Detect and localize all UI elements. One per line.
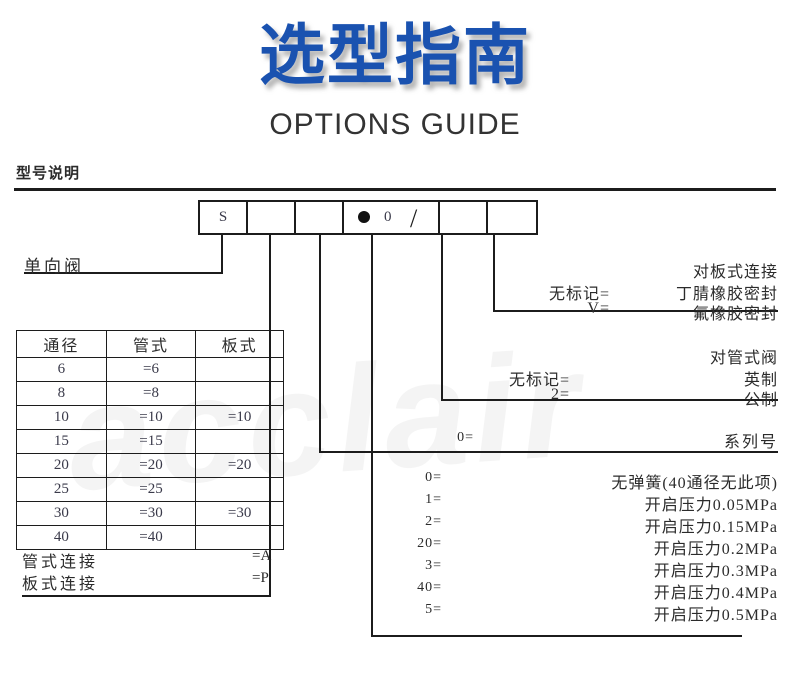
table-cell: =25 xyxy=(105,477,197,502)
table-cell: 20 xyxy=(16,453,107,478)
pressure-key-4: 3= xyxy=(425,558,442,573)
code-cell-4-symbols[interactable]: 0 / xyxy=(344,202,440,233)
table-cell: =8 xyxy=(105,381,197,406)
table-cell: 10 xyxy=(16,405,107,430)
table-row: 40=40 xyxy=(16,525,284,550)
seal-value-0: 丁腈橡胶密封 xyxy=(675,286,778,303)
pressure-value-4: 开启压力0.3MPa xyxy=(653,563,778,580)
section-heading: 型号说明 xyxy=(16,165,81,182)
connection-code-plate: =P xyxy=(252,570,269,586)
table-row: 20=20=20 xyxy=(16,453,284,478)
table-cell: 6 xyxy=(16,357,107,382)
page-title-en: OPTIONS GUIDE xyxy=(269,108,521,141)
table-cell: 30 xyxy=(16,501,107,526)
code-cell-2[interactable] xyxy=(248,202,296,233)
table-cell: =15 xyxy=(105,429,197,454)
table-cell xyxy=(195,477,284,502)
table-cell: =10 xyxy=(195,405,284,430)
label-check-valve: 单向阀 xyxy=(24,257,84,276)
seal-heading: 对板式连接 xyxy=(692,264,778,281)
pressure-value-5: 开启压力0.4MPa xyxy=(653,585,778,602)
table-row: 15=15 xyxy=(16,429,284,454)
pressure-key-6: 5= xyxy=(425,602,442,617)
table-header-tube: 管式 xyxy=(105,330,197,358)
thread-heading: 对管式阀 xyxy=(709,350,778,367)
table-cell xyxy=(195,357,284,382)
series-value: 系列号 xyxy=(723,434,778,451)
table-cell: =30 xyxy=(195,501,284,526)
table-row: 25=25 xyxy=(16,477,284,502)
code-zero: 0 xyxy=(384,209,392,225)
pressure-value-1: 开启压力0.05MPa xyxy=(644,497,778,514)
table-row: 10=10=10 xyxy=(16,405,284,430)
section-divider xyxy=(14,188,776,191)
thread-value-1: 公制 xyxy=(743,392,778,409)
page-title-cn: 选型指南 xyxy=(259,18,531,92)
series-key: 0= xyxy=(457,430,474,445)
connection-label-plate: 板式连接 xyxy=(22,576,99,593)
connection-code-tube: =A xyxy=(252,548,272,564)
thread-value-0: 英制 xyxy=(743,372,778,389)
dot-icon xyxy=(358,211,370,223)
seal-key-0: 无标记= xyxy=(548,286,610,303)
table-header-row: 通径 管式 板式 xyxy=(16,330,284,358)
model-code-boxes: S 0 / xyxy=(198,200,538,235)
table-cell xyxy=(195,429,284,454)
pressure-value-6: 开启压力0.5MPa xyxy=(653,607,778,624)
table-cell: 15 xyxy=(16,429,107,454)
slash-icon: / xyxy=(410,204,418,233)
code-cell-5[interactable] xyxy=(440,202,488,233)
table-cell xyxy=(195,525,284,550)
code-cell-3[interactable] xyxy=(296,202,344,233)
table-cell: =30 xyxy=(105,501,197,526)
table-cell: 25 xyxy=(16,477,107,502)
pressure-key-1: 1= xyxy=(425,492,442,507)
seal-key-1: V= xyxy=(587,300,610,317)
code-cell-6[interactable] xyxy=(488,202,536,233)
table-cell xyxy=(195,381,284,406)
seal-value-1: 氟橡胶密封 xyxy=(692,306,778,323)
code-cell-1[interactable]: S xyxy=(200,202,248,233)
table-header-plate: 板式 xyxy=(195,330,284,358)
thread-key-0: 无标记= xyxy=(508,372,570,389)
pressure-key-5: 40= xyxy=(417,580,442,595)
table-cell: =20 xyxy=(195,453,284,478)
pressure-key-3: 20= xyxy=(417,536,442,551)
table-cell: =6 xyxy=(105,357,197,382)
table-cell: =40 xyxy=(105,525,197,550)
pressure-key-0: 0= xyxy=(425,470,442,485)
table-row: 30=30=30 xyxy=(16,501,284,526)
pressure-key-2: 2= xyxy=(425,514,442,529)
thread-key-1: 2= xyxy=(550,386,570,403)
pressure-value-0: 无弹簧(40通径无此项) xyxy=(611,475,778,492)
pressure-value-3: 开启压力0.2MPa xyxy=(653,541,778,558)
table-cell: =10 xyxy=(105,405,197,430)
table-row: 8=8 xyxy=(16,381,284,406)
connection-label-tube: 管式连接 xyxy=(22,554,99,571)
table-cell: 8 xyxy=(16,381,107,406)
table-row: 6=6 xyxy=(16,357,284,382)
table-cell: 40 xyxy=(16,525,107,550)
table-cell: =20 xyxy=(105,453,197,478)
page-header: 选型指南 OPTIONS GUIDE xyxy=(0,0,790,150)
pressure-value-2: 开启压力0.15MPa xyxy=(644,519,778,536)
table-header-bore: 通径 xyxy=(16,330,107,358)
